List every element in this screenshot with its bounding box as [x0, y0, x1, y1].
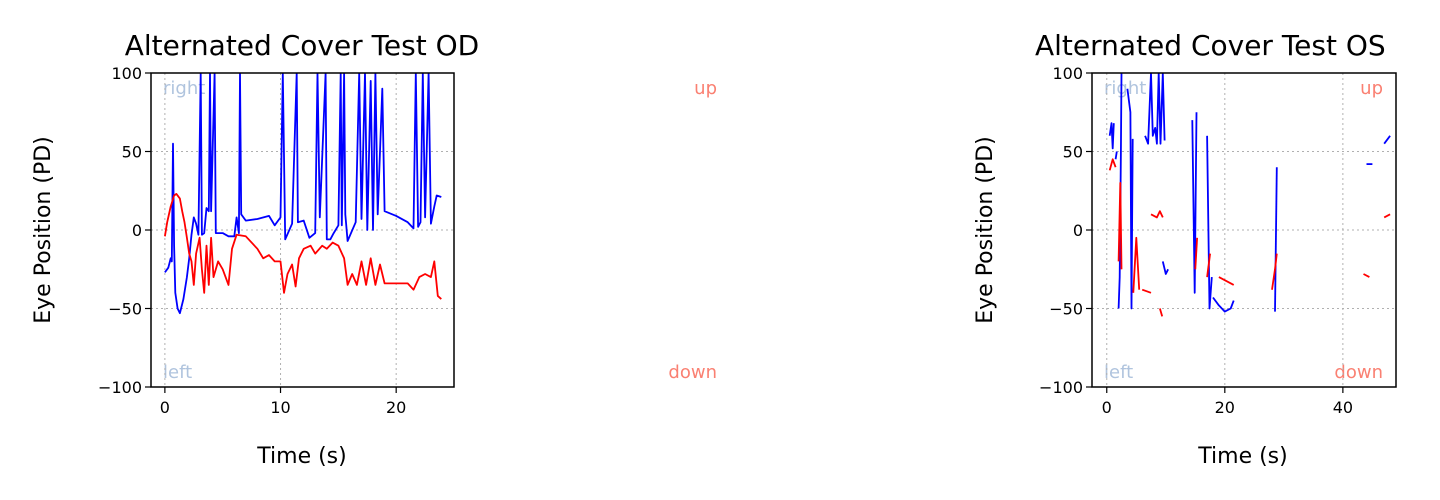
series-line-0	[1383, 135, 1391, 145]
series-line-1	[1383, 213, 1391, 219]
y-tick-label: 0	[132, 221, 142, 240]
series-line-0	[1206, 135, 1213, 310]
series-line-0	[1144, 73, 1166, 145]
chart-od-label-up: up	[694, 78, 717, 99]
series-line-1	[1271, 253, 1278, 290]
y-tick-label: 100	[1052, 64, 1083, 83]
chart-od-label-left: left	[163, 362, 192, 383]
series-line-1	[1117, 181, 1123, 270]
series-group	[164, 73, 442, 315]
y-tick-label: 50	[122, 143, 142, 162]
x-tick-label: 40	[1333, 398, 1353, 417]
series-line-0	[1114, 151, 1118, 160]
series-line-0	[164, 73, 442, 315]
x-tick-label: 0	[1102, 398, 1112, 417]
chart-os-title: Alternated Cover Test OS	[1035, 29, 1386, 62]
y-tick-label: −50	[108, 300, 142, 319]
y-tick-label: −100	[98, 378, 142, 397]
chart-os-label-up: up	[1360, 78, 1383, 99]
chart-os: Alternated Cover Test OS Time (s) Eye Po…	[973, 29, 1397, 469]
series-line-1	[1194, 237, 1198, 270]
chart-od-label-right: right	[163, 78, 205, 99]
series-line-1	[1206, 253, 1211, 278]
chart-od-xlabel: Time (s)	[256, 444, 346, 469]
series-line-0	[1191, 112, 1198, 294]
series-line-0	[1212, 296, 1235, 313]
series-line-0	[1161, 261, 1169, 275]
chart-os-label-down: down	[1334, 362, 1383, 383]
y-tick-label: 0	[1073, 221, 1083, 240]
series-line-1	[1159, 308, 1164, 317]
series-line-1	[1218, 276, 1235, 286]
y-tick-label: 50	[1063, 143, 1083, 162]
chart-os-label-left: left	[1104, 362, 1133, 383]
x-tick-label: 10	[270, 398, 290, 417]
series-line-1	[1108, 158, 1117, 171]
chart-od-ylabel: Eye Position (PD)	[31, 136, 56, 323]
x-tick-label: 0	[160, 398, 170, 417]
y-tick-label: −50	[1049, 300, 1083, 319]
chart-os-xlabel: Time (s)	[1197, 444, 1287, 469]
grid	[151, 72, 454, 388]
chart-os-label-right: right	[1104, 78, 1146, 99]
chart-os-ylabel: Eye Position (PD)	[973, 136, 998, 323]
x-tick-label: 20	[386, 398, 406, 417]
series-line-0	[1108, 122, 1115, 150]
series-line-1	[1363, 273, 1370, 278]
chart-od: Alternated Cover Test OD Time (s) Eye Po…	[31, 29, 717, 469]
series-line-1	[164, 192, 442, 300]
chart-od-title: Alternated Cover Test OD	[125, 29, 479, 62]
series-line-0	[1274, 167, 1278, 312]
y-tick-label: −100	[1039, 378, 1083, 397]
series-line-1	[1141, 288, 1152, 294]
chart-od-label-down: down	[668, 362, 717, 383]
x-tick-label: 20	[1215, 398, 1235, 417]
y-tick-label: 100	[111, 64, 142, 83]
grid	[1092, 72, 1396, 388]
series-line-1	[1150, 210, 1164, 219]
series-group	[1108, 73, 1391, 317]
series-line-1	[1132, 236, 1141, 293]
series-line-0	[1126, 88, 1134, 310]
